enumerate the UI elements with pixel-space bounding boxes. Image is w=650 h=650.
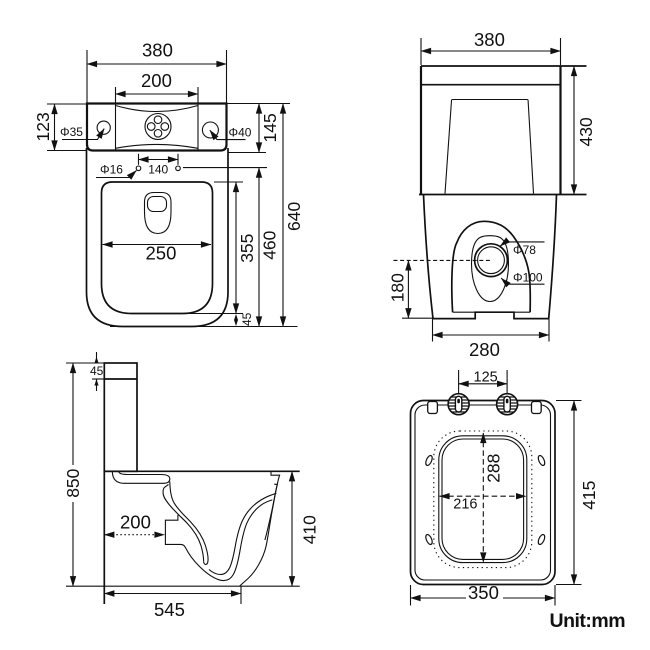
svg-text:216: 216 [453,497,477,513]
svg-text:430: 430 [576,117,596,146]
svg-text:Φ78: Φ78 [513,243,536,257]
svg-text:145: 145 [260,113,280,142]
svg-text:410: 410 [300,515,320,544]
svg-text:Φ100: Φ100 [513,271,543,285]
svg-text:200: 200 [141,70,172,91]
svg-text:280: 280 [469,339,500,360]
svg-text:Φ35: Φ35 [60,125,83,139]
svg-text:350: 350 [468,582,499,603]
svg-text:380: 380 [142,40,173,61]
svg-text:288: 288 [484,454,504,483]
svg-text:125: 125 [474,369,498,385]
svg-text:545: 545 [154,599,185,620]
svg-text:180: 180 [388,273,408,302]
svg-text:Φ16: Φ16 [100,163,123,177]
svg-text:460: 460 [260,230,280,259]
svg-text:850: 850 [63,468,83,497]
svg-text:Unit:mm: Unit:mm [550,610,626,632]
svg-text:415: 415 [579,481,599,510]
svg-text:45: 45 [90,364,104,378]
svg-text:Φ40: Φ40 [229,126,252,140]
svg-text:380: 380 [474,29,505,50]
svg-text:640: 640 [284,202,304,231]
svg-text:45: 45 [240,312,254,326]
svg-text:355: 355 [237,234,257,263]
svg-text:200: 200 [120,512,151,533]
svg-text:123: 123 [33,112,53,141]
svg-text:250: 250 [146,243,177,264]
svg-text:140: 140 [148,163,168,177]
